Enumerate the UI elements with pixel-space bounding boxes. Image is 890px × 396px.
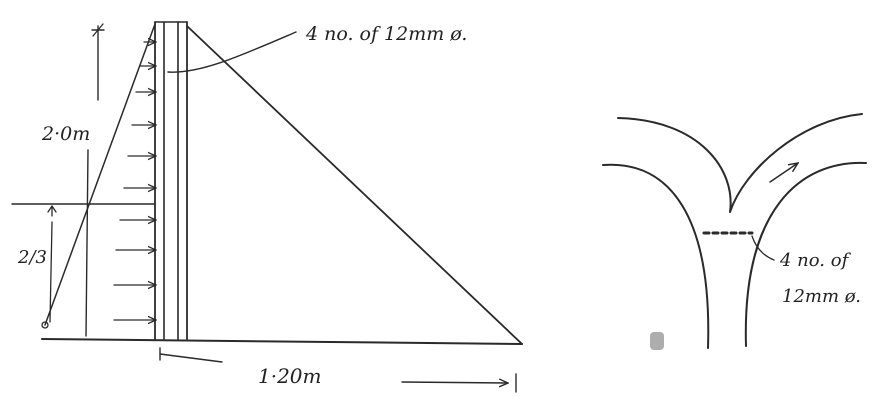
ink-smudge [650, 332, 664, 350]
right-rebar-label-line1: 4 no. of [779, 250, 852, 271]
right-rebar-leader [751, 235, 775, 261]
left-rebar-label: 4 no. of 12mm ø. [305, 23, 467, 45]
level-marker [47, 205, 57, 217]
retaining-wall-diagram: 2·0m 2/3 4 no. of 12mm ø. 1·20m [11, 21, 523, 393]
rebar-leader-line [167, 31, 297, 73]
base-dimension [159, 347, 517, 393]
direction-arrow [769, 163, 798, 183]
right-rebar-label-line2: 12mm ø. [782, 286, 861, 307]
joint-detail-diagram: 4 no. of 12mm ø. [602, 113, 867, 350]
ratio-label: 2/3 [17, 247, 47, 268]
height-label: 2·0m [41, 123, 90, 145]
base-label: 1·20m [258, 364, 322, 388]
pressure-diagram-line [44, 23, 156, 326]
counterfort-diagonal [186, 25, 523, 345]
base-line [41, 338, 523, 345]
ratio-dimension-line [49, 221, 53, 323]
height-dimension [85, 23, 105, 337]
resultant-point [41, 321, 49, 329]
earth-pressure-arrows [113, 42, 156, 320]
wall-stem [154, 21, 188, 340]
